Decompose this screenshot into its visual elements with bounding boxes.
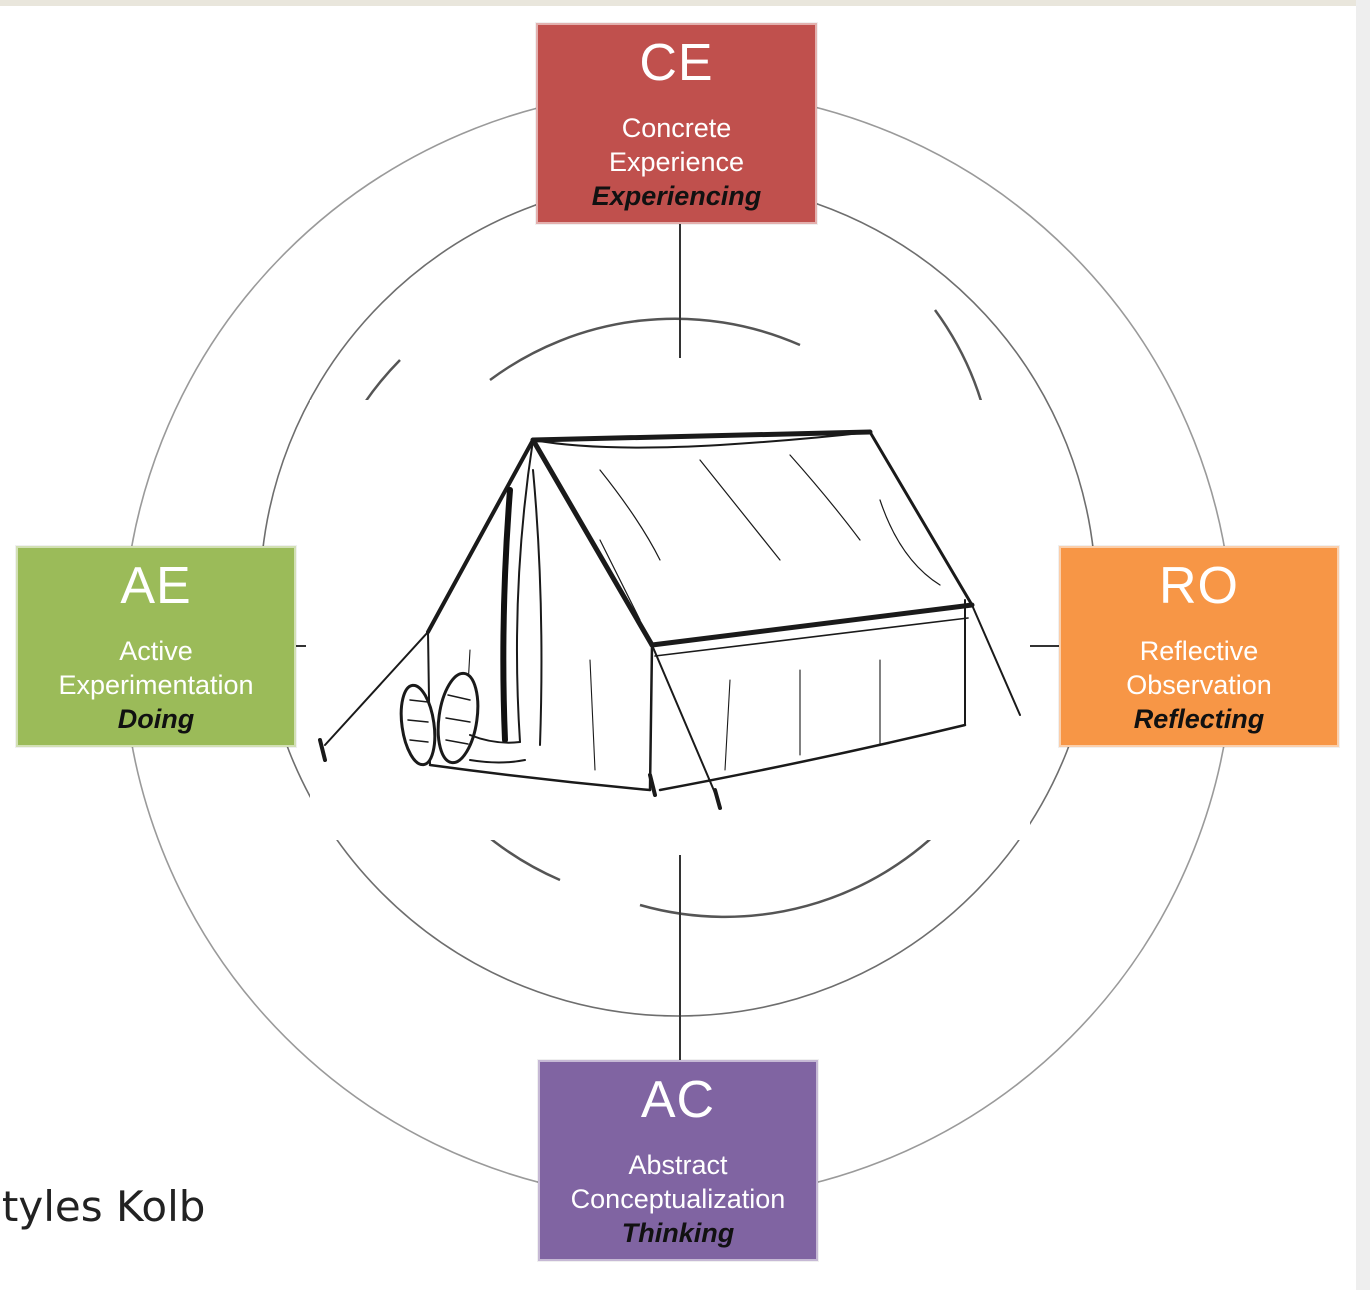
tent-illustration [310, 400, 1030, 840]
top-edge-strip [0, 0, 1370, 6]
ro-code: RO [1159, 557, 1239, 615]
ce-name-line2: Experience [608, 147, 745, 177]
ae-verb: Doing [117, 704, 195, 734]
ae-code: AE [120, 557, 192, 615]
box-concrete-experience: CE Concrete Experience Experiencing [536, 23, 817, 224]
box-abstract-conceptualization: AC Abstract Conceptualization Thinking [538, 1060, 818, 1261]
box-active-experimentation: AE Active Experimentation Doing [16, 546, 296, 747]
ac-name-line1: Abstract [628, 1150, 728, 1180]
ce-verb: Experiencing [591, 181, 762, 211]
ac-name-line2: Conceptualization [570, 1184, 786, 1214]
ce-name-line1: Concrete [621, 113, 732, 143]
ro-name-line1: Reflective [1139, 636, 1259, 666]
ae-name-line2: Experimentation [58, 670, 254, 700]
ro-name-line2: Observation [1126, 670, 1272, 700]
right-edge-strip [1356, 0, 1370, 1290]
ce-code: CE [639, 34, 714, 92]
box-reflective-observation: RO Reflective Observation Reflecting [1059, 546, 1339, 747]
ac-code: AC [640, 1071, 716, 1129]
slide-caption: styles Kolb [0, 1182, 206, 1231]
ro-verb: Reflecting [1133, 704, 1265, 734]
ac-verb: Thinking [621, 1218, 735, 1248]
ae-name-line1: Active [119, 636, 193, 666]
